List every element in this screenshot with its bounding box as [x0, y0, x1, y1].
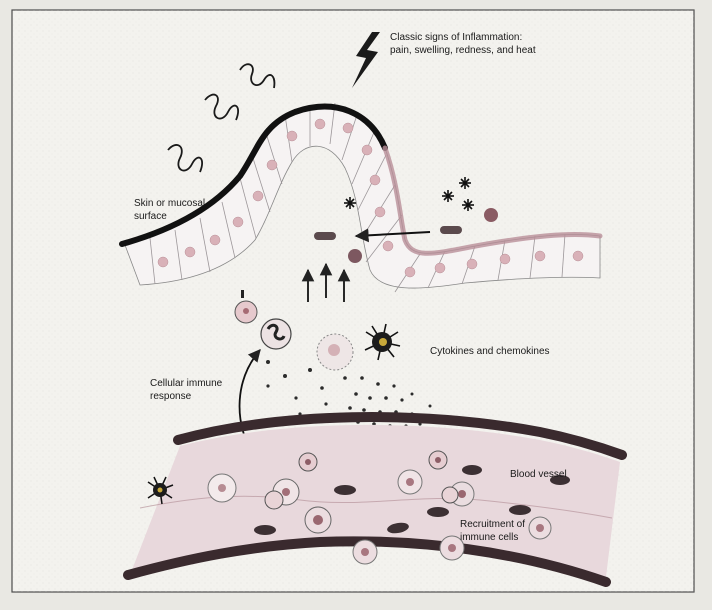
recruitment-label-line2: immune cells [460, 532, 518, 543]
cytokines-label: Cytokines and chemokines [430, 346, 550, 357]
cellular-response-label-line1: Cellular immune [150, 378, 223, 389]
surface-label-line2: surface [134, 211, 167, 222]
surface-label-line1: Skin or mucosal [134, 198, 205, 209]
blood-vessel-label: Blood vessel [510, 469, 567, 480]
inflammation-title: Classic signs of Inflammation: [390, 32, 522, 43]
recruitment-label-line1: Recruitment of [460, 519, 525, 530]
cellular-response-label-line2: response [150, 391, 192, 402]
inflammation-signs: pain, swelling, redness, and heat [390, 45, 536, 56]
